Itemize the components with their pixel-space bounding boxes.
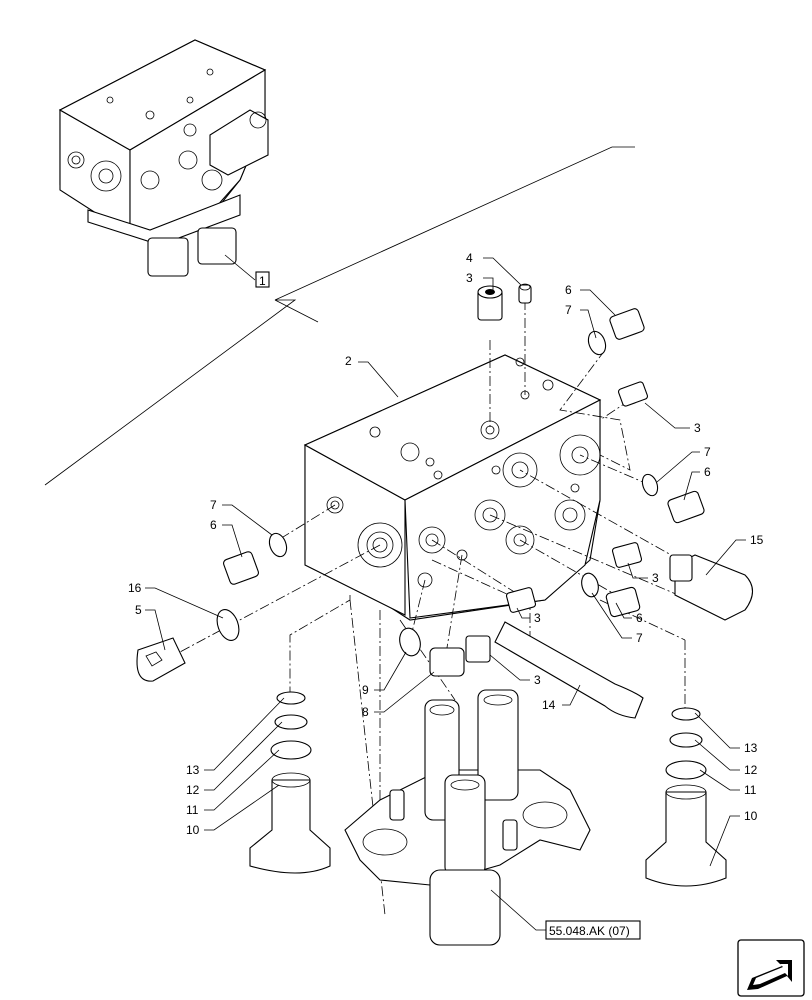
- loose-parts: [136, 283, 754, 887]
- inset-assembly-view: [58, 39, 269, 281]
- callout-1: 1: [259, 274, 266, 288]
- callout-15: 15: [750, 533, 764, 547]
- callout-3: 3: [652, 571, 659, 585]
- callout-5: 5: [135, 603, 142, 617]
- callout-7: 7: [565, 303, 572, 317]
- callout-3: 3: [466, 271, 473, 285]
- callout-8: 8: [362, 705, 369, 719]
- cross-reference-text[interactable]: 55.048.AK (07): [549, 924, 630, 938]
- callout-labels: 1 2 4 3 6 7 3 7 6 15 3 6 7 3 3 14 7 6 16…: [128, 251, 764, 837]
- callout-2: 2: [345, 354, 352, 368]
- callout-13: 13: [186, 763, 200, 777]
- callout-10: 10: [186, 823, 200, 837]
- callout-7: 7: [636, 631, 643, 645]
- leader-lines: [145, 257, 746, 931]
- callout-14: 14: [542, 698, 556, 712]
- next-page-arrow-icon[interactable]: [737, 939, 805, 997]
- callout-3: 3: [534, 611, 541, 625]
- callout-13: 13: [744, 741, 758, 755]
- callout-3: 3: [694, 421, 701, 435]
- assembly-center-lines: [164, 300, 691, 916]
- callout-11: 11: [744, 783, 757, 797]
- callout-11: 11: [186, 803, 199, 817]
- valve-block: [303, 354, 602, 621]
- callout-6: 6: [210, 518, 217, 532]
- callout-6: 6: [636, 611, 643, 625]
- callout-9: 9: [362, 683, 369, 697]
- callout-10: 10: [744, 809, 758, 823]
- callout-16: 16: [128, 581, 142, 595]
- lower-valve-assembly: [344, 689, 591, 946]
- callout-4: 4: [466, 251, 473, 265]
- callout-7: 7: [704, 445, 711, 459]
- callout-6: 6: [704, 465, 711, 479]
- callout-7: 7: [210, 498, 217, 512]
- callout-3: 3: [534, 673, 541, 687]
- callout-6: 6: [565, 283, 572, 297]
- callout-12: 12: [186, 783, 200, 797]
- callout-12: 12: [744, 763, 758, 777]
- cross-reference-link[interactable]: 55.048.AK (07): [545, 920, 641, 940]
